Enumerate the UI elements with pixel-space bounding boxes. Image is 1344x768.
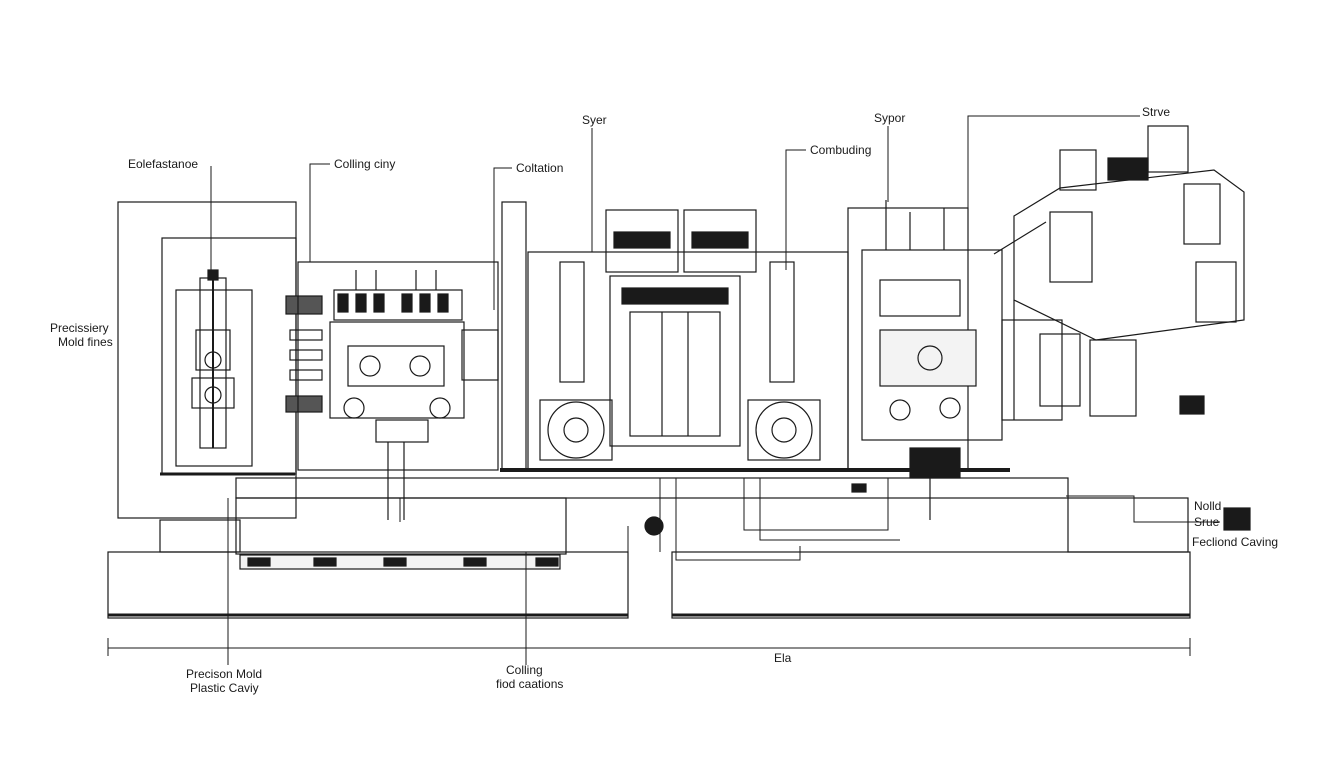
label-combuding: Combuding — [810, 143, 871, 157]
piping — [227, 478, 1220, 665]
cooling-module — [297, 261, 499, 520]
injection-unit — [117, 201, 323, 519]
label-bottom-mid-1: Colling — [506, 663, 543, 677]
dimension-line — [107, 638, 1191, 656]
machine-base — [107, 468, 1191, 619]
label-left-2: Mold fines — [58, 335, 113, 349]
label-left-1: Precissiery — [50, 321, 109, 335]
label-cooling: Colling ciny — [334, 157, 395, 171]
label-coltation: Coltation — [516, 161, 563, 175]
leader-lines — [117, 115, 1140, 518]
motor-block — [993, 125, 1245, 420]
label-bottom-left-1: Precison Mold — [186, 667, 262, 681]
valve-indicator — [644, 516, 664, 536]
legend-square — [1223, 507, 1251, 531]
label-dimension: Ela — [774, 651, 792, 665]
label-right-2: Srue — [1194, 515, 1220, 529]
label-bottom-left-2: Plastic Caviy — [190, 681, 259, 695]
hydraulic-section — [644, 200, 1081, 536]
label-right-3: Fecliond Caving — [1192, 535, 1278, 549]
clamping-unit — [527, 209, 849, 471]
label-bottom-mid-2: fiod caations — [496, 677, 563, 691]
label-syer: Syer — [582, 113, 607, 127]
support-column — [501, 201, 527, 471]
label-sypor: Sypor — [874, 111, 905, 125]
label-top-left: Eolefastanoe — [128, 157, 198, 171]
label-strve: Strve — [1142, 105, 1170, 119]
label-right-1: Nolld — [1194, 499, 1221, 513]
